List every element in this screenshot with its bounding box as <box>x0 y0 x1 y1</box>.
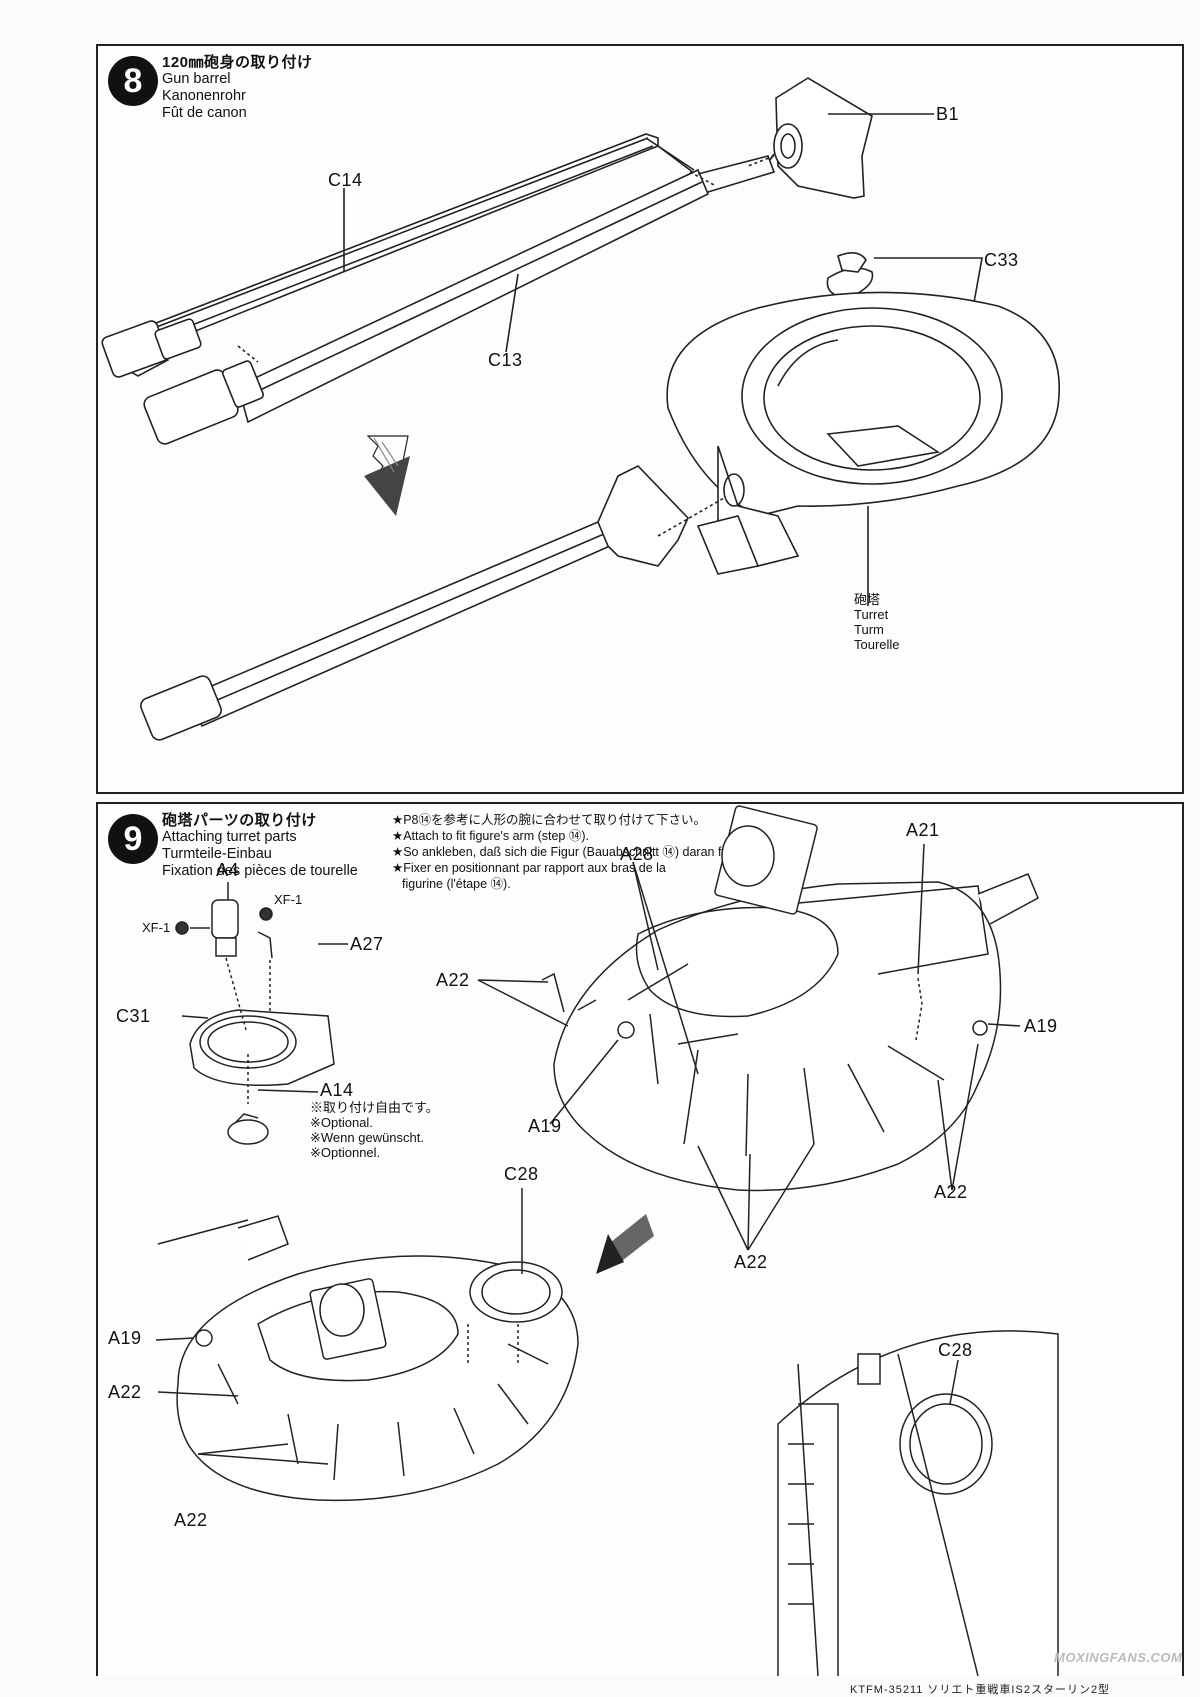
title-en: Attaching turret parts <box>162 829 297 845</box>
optional-en: ※Optional. <box>310 1115 373 1130</box>
label-a22-right: A22 <box>934 1182 968 1202</box>
label-a19-right: A19 <box>1024 1016 1058 1036</box>
title-jp: 120㎜砲身の取り付け <box>162 54 313 71</box>
label-a19-mid: A19 <box>528 1116 562 1136</box>
turret-jp: 砲塔 <box>854 592 881 607</box>
label-xf1-right: XF-1 <box>274 892 303 907</box>
turret-label-block: 砲塔 Turret Turm Tourelle <box>854 592 900 652</box>
gun-barrel-drawing <box>101 77 1060 741</box>
label-c13: C13 <box>488 350 523 370</box>
title-de: Turmteile-Einbau <box>162 846 272 862</box>
label-a22-lowest: A22 <box>174 1510 208 1530</box>
label-c28-top: C28 <box>504 1164 539 1184</box>
label-a14: A14 <box>320 1080 354 1100</box>
turret-upper <box>541 805 1039 1192</box>
label-a19-low: A19 <box>108 1328 142 1348</box>
turret-de: Turm <box>854 622 884 637</box>
turret-en: Turret <box>854 607 889 622</box>
b1-mantlet <box>769 77 873 199</box>
label-a22-left: A22 <box>436 970 470 990</box>
c28-inset-detail <box>777 1330 1059 1676</box>
assembled-gun <box>140 465 745 741</box>
title-fr: Fût de canon <box>162 105 247 121</box>
title-fr: Fixation des pièces de tourelle <box>162 863 358 879</box>
note-fr-2: figurine (l'étape ⑭). <box>402 877 511 891</box>
cupola-subassembly <box>175 899 335 1145</box>
label-c31: C31 <box>116 1006 151 1026</box>
label-c14: C14 <box>328 170 363 190</box>
title-en: Gun barrel <box>162 71 231 87</box>
label-b1: B1 <box>936 104 960 124</box>
footer-code: KTFM-35211 ソリエト重戦車IS2スターリン2型 <box>850 1684 1111 1696</box>
assembly-arrow <box>596 1214 654 1274</box>
step-8-panel: 8 120㎜砲身の取り付け Gun barrel Kanonenrohr Fût… <box>96 44 1184 794</box>
label-c28-inset: C28 <box>938 1340 973 1360</box>
watermark: MOXINGFANS.COM <box>1054 1650 1183 1665</box>
label-a28: A28 <box>620 844 654 864</box>
optional-de: ※Wenn gewünscht. <box>310 1130 424 1145</box>
note-en: ★Attach to fit figure's arm (step ⑭). <box>392 829 589 843</box>
title-jp: 砲塔パーツの取り付け <box>162 812 317 829</box>
turret-body <box>666 291 1060 606</box>
step-9-panel: 9 砲塔パーツの取り付け Attaching turret parts Turm… <box>96 802 1184 1676</box>
turret-lower <box>157 1215 579 1502</box>
optional-fr: ※Optionnel. <box>310 1145 381 1160</box>
note-de: ★So ankleben, daß sich die Figur (Bauabs… <box>392 845 807 859</box>
label-a22-bottom: A22 <box>734 1252 768 1272</box>
c14-barrel-half <box>101 133 699 378</box>
label-a21: A21 <box>906 820 940 840</box>
assembly-arrow <box>364 435 410 516</box>
optional-jp: ※取り付け自由です。 <box>310 1100 439 1115</box>
turret-fr: Tourelle <box>854 637 900 652</box>
step-title-block: 砲塔パーツの取り付け Attaching turret parts Turmte… <box>162 812 358 880</box>
label-a27: A27 <box>350 934 384 954</box>
c13-barrel <box>143 155 776 445</box>
step-number: 9 <box>108 814 158 864</box>
note-jp: ★P8⑭を参考に人形の腕に合わせて取り付けて下さい。 <box>392 813 706 827</box>
label-a22-low: A22 <box>108 1382 142 1402</box>
step-title-block: 120㎜砲身の取り付け Gun barrel Kanonenrohr Fût d… <box>162 54 313 122</box>
label-c33: C33 <box>984 250 1019 270</box>
step-number: 8 <box>108 56 158 106</box>
optional-note: ※取り付け自由です。 ※Optional. ※Wenn gewünscht. ※… <box>310 1100 439 1160</box>
note-fr-1: ★Fixer en positionnant par rapport aux b… <box>392 861 666 875</box>
label-xf1-left: XF-1 <box>142 920 171 935</box>
title-de: Kanonenrohr <box>162 88 246 104</box>
figure-arm-note: ★P8⑭を参考に人形の腕に合わせて取り付けて下さい。 ★Attach to fi… <box>392 812 852 892</box>
label-a4: A4 <box>216 860 240 880</box>
turret-parts-drawing <box>155 805 1059 1676</box>
